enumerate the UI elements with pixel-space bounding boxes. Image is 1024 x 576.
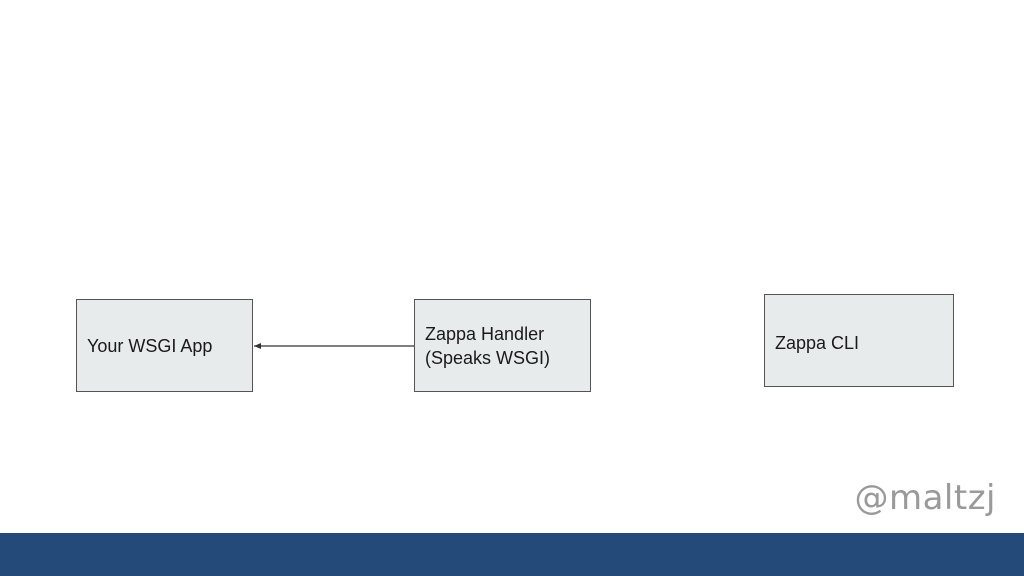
node-zappa-cli: Zappa CLI (764, 294, 954, 387)
node-your-wsgi-app: Your WSGI App (76, 299, 253, 392)
twitter-handle: @maltzj (854, 478, 996, 518)
node-zappa-handler: Zappa Handler (Speaks WSGI) (414, 299, 591, 392)
node-label: Zappa Handler (Speaks WSGI) (425, 323, 551, 368)
node-label: Zappa CLI (775, 333, 860, 353)
node-label: Your WSGI App (87, 335, 213, 356)
footer-bar (0, 533, 1024, 576)
